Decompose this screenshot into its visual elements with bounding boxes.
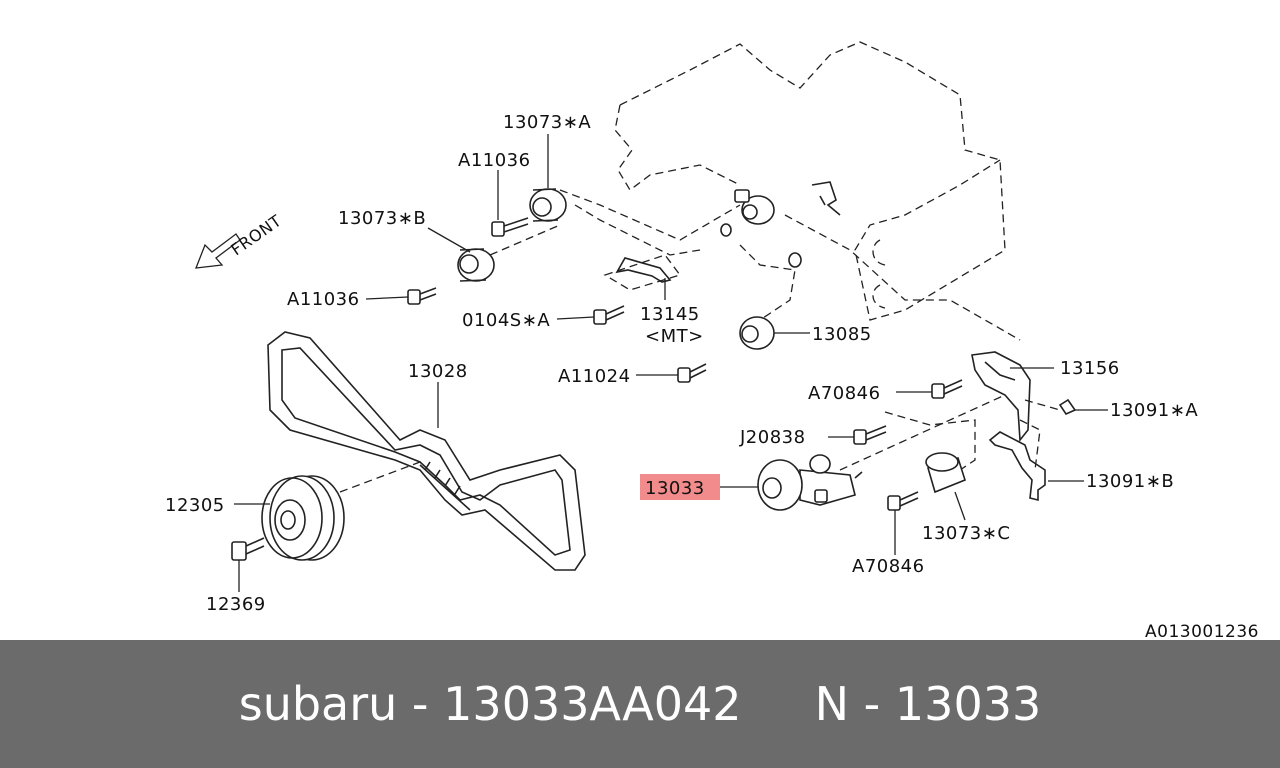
label-13145: 13145 <box>640 304 700 325</box>
highlight-box-13033 <box>640 474 720 500</box>
bolt-0104s <box>593 305 625 325</box>
bolt-j20838 <box>853 425 887 445</box>
footer-n-value: 13033 <box>894 677 1042 731</box>
belt-route-lines <box>339 189 1061 493</box>
idler-13085 <box>739 316 775 350</box>
callout-labels: 13073∗A A11036 13073∗B A11036 0104S∗A 13… <box>165 112 1259 640</box>
label-13028: 13028 <box>408 361 468 382</box>
footer-brand: subaru <box>238 677 398 731</box>
timing-belt-13028 <box>267 331 586 571</box>
label-13033: 13033 <box>645 478 705 499</box>
footer-part-number: 13033AA042 <box>443 677 742 731</box>
front-arrow: FRONT <box>195 211 285 269</box>
bracket-13145 <box>615 257 672 283</box>
bolt-a11024 <box>677 363 707 383</box>
label-a70846-lower: A70846 <box>852 556 925 577</box>
label-mt: <MT> <box>645 326 704 347</box>
label-13073a: 13073∗A <box>503 112 591 133</box>
footer-gap <box>742 677 815 731</box>
clip-13091a <box>1058 398 1077 416</box>
idler-13073c <box>925 452 966 494</box>
tensioner-13033 <box>757 454 863 511</box>
label-13073c: 13073∗C <box>922 523 1010 544</box>
label-12305: 12305 <box>165 495 225 516</box>
footer-bar: subaru - 13033AA042 N - 13033 <box>0 640 1280 768</box>
crank-pulley-12305 <box>261 475 345 561</box>
label-13156: 13156 <box>1060 358 1120 379</box>
label-12369: 12369 <box>206 594 266 615</box>
label-0104s: 0104S∗A <box>462 310 550 331</box>
bolt-a70846-lower <box>887 491 919 511</box>
idler-pulley-13073a <box>529 188 567 222</box>
footer-n-label: N <box>814 677 850 731</box>
crank-bolt-12369 <box>231 537 265 561</box>
label-13091a: 13091∗A <box>1110 400 1198 421</box>
clip-13091b <box>988 431 1046 502</box>
label-13091b: 13091∗B <box>1086 471 1174 492</box>
engine-block-outline <box>614 41 1006 321</box>
leader-lines <box>234 134 1108 592</box>
bolt-a11036-upper <box>491 217 529 237</box>
bolt-a70846-upper <box>931 379 963 399</box>
label-a70846-upper: A70846 <box>808 383 881 404</box>
label-13073b: 13073∗B <box>338 208 426 229</box>
bolt-a11036-lower <box>407 287 437 305</box>
label-a11036-lower: A11036 <box>287 289 360 310</box>
footer-separator-1: - <box>397 677 444 731</box>
footer-separator-2: - <box>849 677 895 731</box>
parts-diagram: FRONT <box>165 41 1259 640</box>
label-j20838: J20838 <box>739 427 806 448</box>
label-a11036-upper: A11036 <box>458 150 531 171</box>
reference-code: A013001236 <box>1145 622 1259 640</box>
label-a11024: A11024 <box>558 366 631 387</box>
cam-idler-top <box>720 181 841 268</box>
idler-pulley-13073b <box>457 248 495 282</box>
label-13085: 13085 <box>812 324 872 345</box>
bracket-13156 <box>971 351 1031 443</box>
